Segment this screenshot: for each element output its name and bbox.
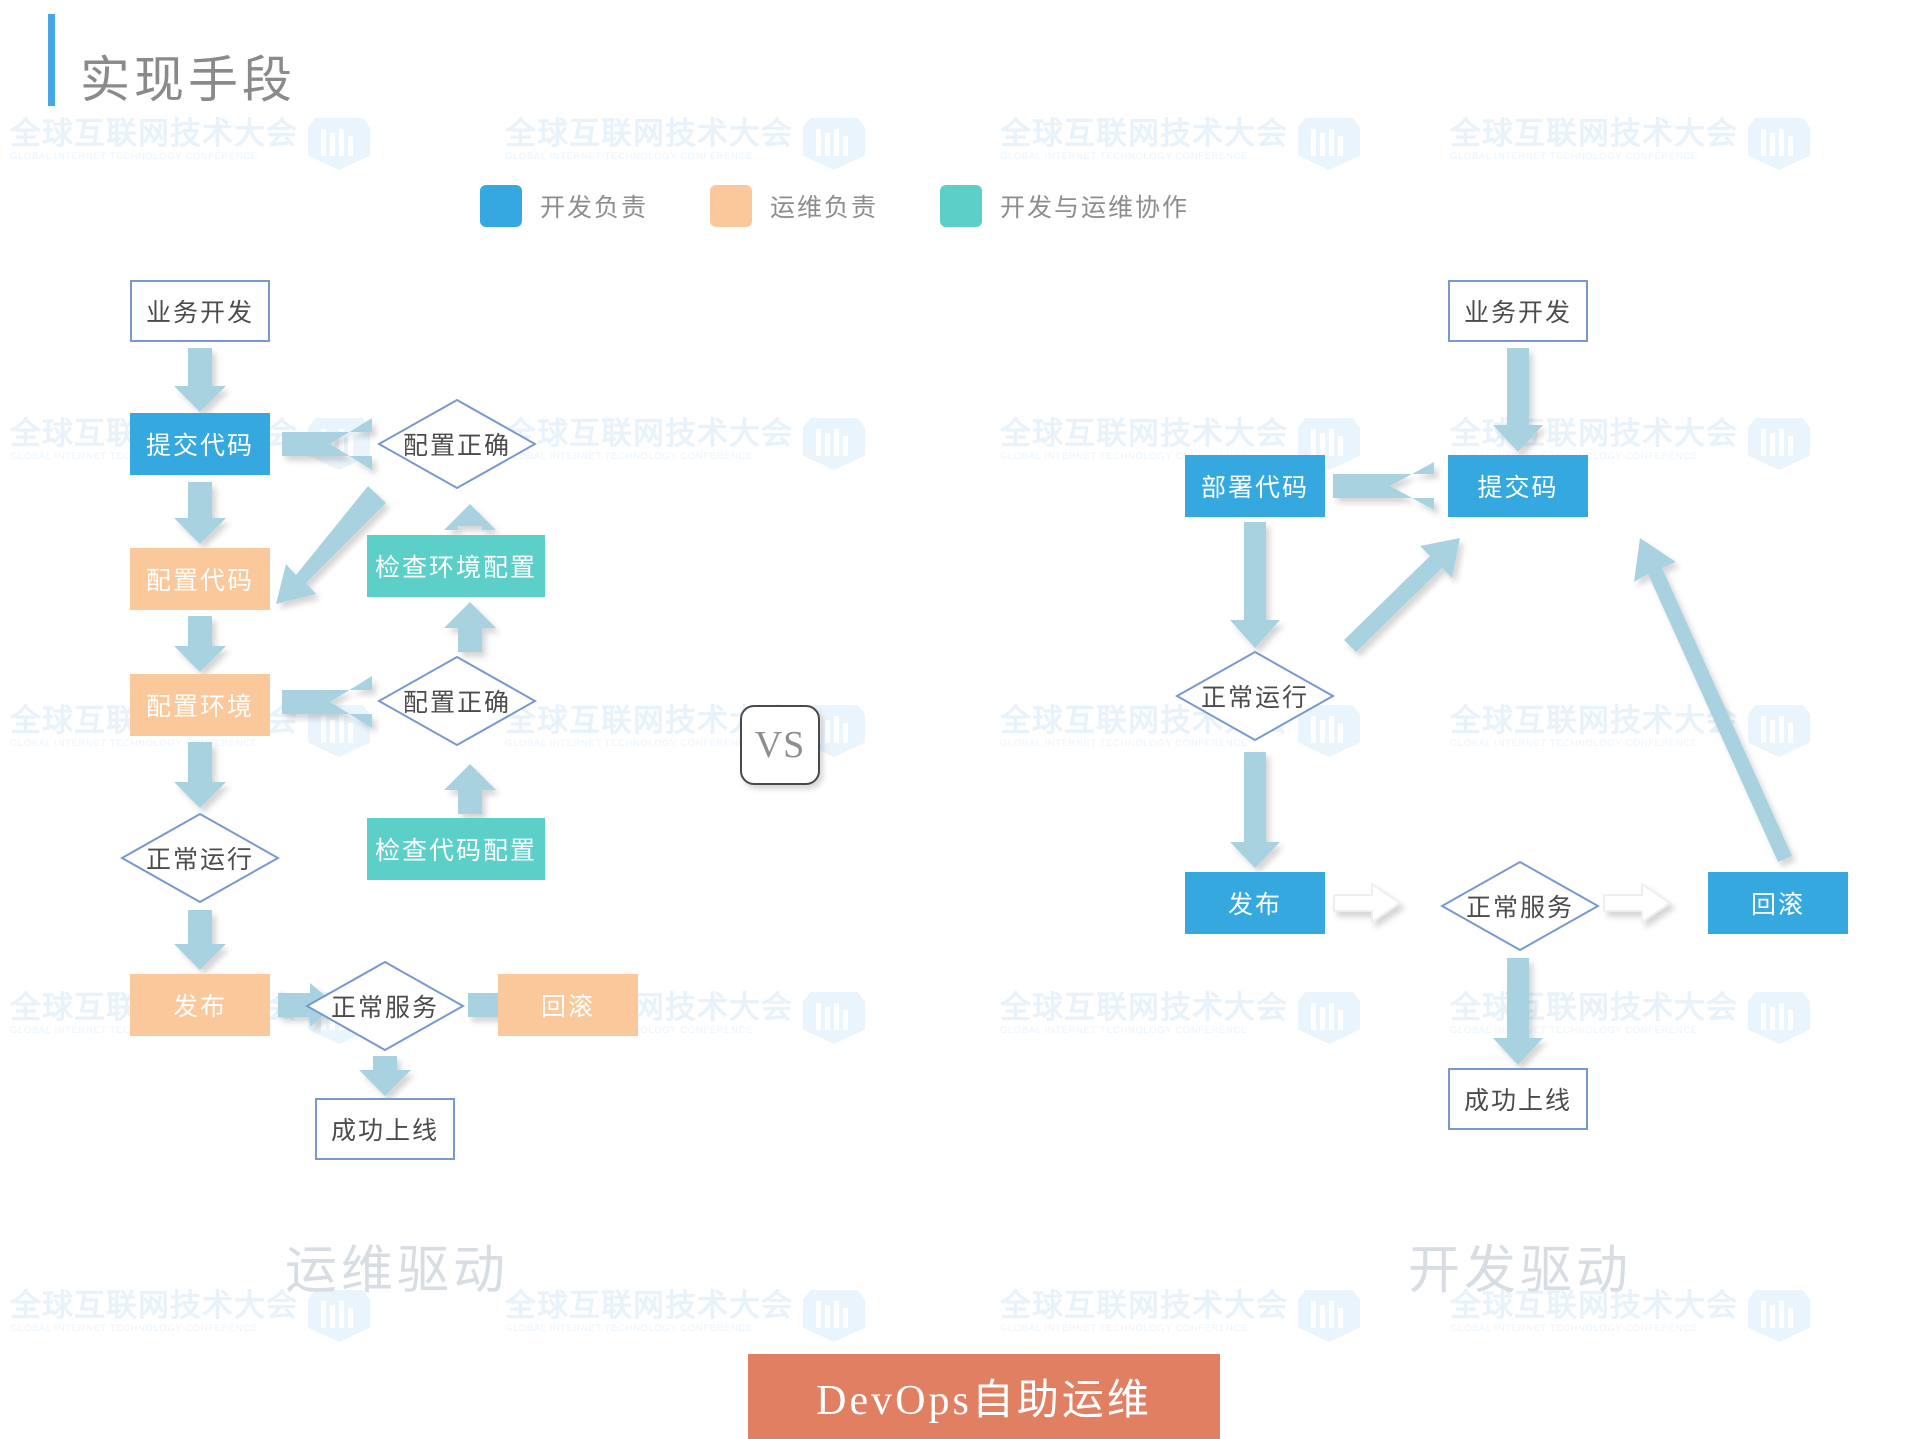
legend-ops-label: 运维负责 xyxy=(770,195,879,222)
caption-right: 开发驱动 xyxy=(1408,1243,1633,1300)
node-l-commit: 提交代码 xyxy=(130,413,270,475)
legend-dev-label: 开发负责 xyxy=(540,195,649,222)
bottom-banner: DevOps自助运维 xyxy=(748,1354,1220,1439)
node-r-runok-label: 正常运行 xyxy=(1200,685,1309,712)
node-l-cfgok-top: 配置正确 xyxy=(377,398,537,490)
node-r-online: 成功上线 xyxy=(1448,1068,1588,1130)
node-l-cfgcode-label: 配置代码 xyxy=(145,568,254,595)
node-l-release: 发布 xyxy=(130,974,270,1036)
title-accent-bar xyxy=(48,14,55,106)
page-title: 实现手段 xyxy=(80,52,296,108)
node-l-biz: 业务开发 xyxy=(130,280,270,342)
legend-collab-swatch xyxy=(940,185,983,227)
node-l-rollback: 回滚 xyxy=(498,974,638,1036)
node-l-online-label: 成功上线 xyxy=(330,1118,439,1145)
node-l-biz-label: 业务开发 xyxy=(145,300,254,327)
node-l-runok: 正常运行 xyxy=(120,812,280,904)
node-l-runok-label: 正常运行 xyxy=(145,847,254,874)
node-r-biz: 业务开发 xyxy=(1448,280,1588,342)
node-l-cfgok-top-label: 配置正确 xyxy=(402,433,511,460)
node-l-checkenv: 检查环境配置 xyxy=(367,535,545,597)
node-l-rollback-label: 回滚 xyxy=(540,994,595,1021)
node-r-deploy: 部署代码 xyxy=(1185,455,1325,517)
node-l-release-label: 发布 xyxy=(172,994,227,1021)
legend-ops-swatch xyxy=(710,185,753,227)
node-r-release-label: 发布 xyxy=(1227,892,1282,919)
node-r-deploy-label: 部署代码 xyxy=(1200,475,1309,502)
legend-collab-label: 开发与运维协作 xyxy=(1000,195,1190,222)
node-r-svcok-label: 正常服务 xyxy=(1465,895,1574,922)
legend: 开发负责 运维负责 开发与运维协作 xyxy=(480,185,1251,227)
node-r-online-label: 成功上线 xyxy=(1463,1088,1572,1115)
vs-badge: VS xyxy=(740,705,820,785)
legend-dev: 开发负责 xyxy=(480,185,648,227)
node-l-checkcode-label: 检查代码配置 xyxy=(374,838,537,865)
legend-dev-swatch xyxy=(480,185,522,227)
node-l-cfgcode: 配置代码 xyxy=(130,548,270,610)
node-l-svcok: 正常服务 xyxy=(305,960,465,1052)
node-r-runok: 正常运行 xyxy=(1175,650,1335,742)
node-r-commit-label: 提交码 xyxy=(1477,475,1559,502)
node-l-checkenv-label: 检查环境配置 xyxy=(374,555,537,582)
legend-collab: 开发与运维协作 xyxy=(940,185,1189,227)
node-l-cfgenv-label: 配置环境 xyxy=(145,694,254,721)
legend-ops: 运维负责 xyxy=(710,185,878,227)
node-r-commit: 提交码 xyxy=(1448,455,1588,517)
node-r-biz-label: 业务开发 xyxy=(1463,300,1572,327)
node-l-commit-label: 提交代码 xyxy=(145,433,254,460)
node-l-online: 成功上线 xyxy=(315,1098,455,1160)
node-r-rollback-label: 回滚 xyxy=(1750,892,1805,919)
node-r-rollback: 回滚 xyxy=(1708,872,1848,934)
node-l-cfgenv: 配置环境 xyxy=(130,674,270,736)
node-r-release: 发布 xyxy=(1185,872,1325,934)
node-l-cfgok-bot-label: 配置正确 xyxy=(402,690,511,717)
node-l-svcok-label: 正常服务 xyxy=(330,995,439,1022)
caption-left: 运维驱动 xyxy=(285,1243,510,1300)
node-l-cfgok-bot: 配置正确 xyxy=(377,655,537,747)
node-l-checkcode: 检查代码配置 xyxy=(367,818,545,880)
node-r-svcok: 正常服务 xyxy=(1440,860,1600,952)
